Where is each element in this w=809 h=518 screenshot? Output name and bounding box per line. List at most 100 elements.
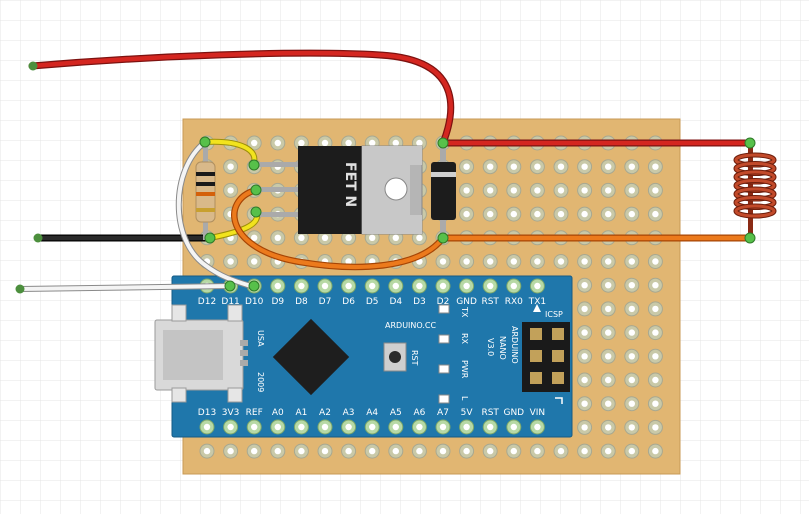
stripboard-hole-center (487, 187, 494, 194)
stripboard-hole-center (487, 210, 494, 218)
connection-point[interactable] (437, 232, 449, 244)
stripboard-hole-center (652, 353, 659, 360)
connection-point[interactable] (248, 280, 260, 292)
icsp-pin[interactable] (530, 372, 542, 384)
nano-pad-center (345, 282, 352, 290)
fet-body (298, 146, 362, 234)
stripboard-hole-center (369, 234, 376, 241)
stripboard-hole-center (321, 447, 329, 455)
pin-label: D2 (437, 297, 450, 307)
reset-button-cap[interactable] (389, 351, 401, 363)
stripboard-hole-center (345, 234, 352, 241)
red-wire-end[interactable] (28, 61, 38, 71)
icsp-pin[interactable] (552, 350, 564, 362)
white-wire-end[interactable] (15, 284, 25, 294)
pin-label: D13 (198, 408, 216, 418)
stripboard-hole-center (581, 447, 588, 455)
connection-point[interactable] (744, 232, 756, 244)
stripboard-hole-center (416, 234, 423, 241)
stripboard-hole-center (392, 447, 399, 455)
diode[interactable] (431, 145, 456, 235)
pin-label: GND (456, 297, 477, 307)
nano-pad-center (345, 423, 352, 431)
black-wire-end[interactable] (33, 233, 43, 243)
stripboard-hole-center (321, 234, 329, 241)
nano-pad-center (463, 282, 470, 290)
fet-leg (255, 162, 300, 167)
pin-label: D6 (342, 297, 355, 307)
pin-label: D11 (221, 297, 239, 307)
connection-point[interactable] (204, 232, 216, 244)
stripboard-hole-center (652, 258, 659, 265)
stripboard-hole-center (439, 258, 447, 265)
stripboard-hole-center (605, 282, 612, 289)
stripboard-hole-center (274, 447, 281, 455)
stripboard-hole-center (487, 447, 494, 455)
nano-pad-center (439, 282, 447, 290)
pin-label: D12 (198, 297, 216, 307)
stripboard-hole-center (510, 187, 517, 194)
stripboard-hole-center (487, 258, 494, 265)
fet-transistor[interactable]: FET N (255, 145, 423, 235)
stripboard-hole-center (581, 187, 588, 194)
stripboard-hole-center (581, 424, 588, 431)
stripboard-hole-center (605, 305, 612, 313)
stripboard-hole-center (557, 210, 565, 218)
stripboard-hole-center (652, 210, 659, 218)
stripboard-hole-center (557, 447, 565, 455)
connection-point[interactable] (744, 137, 756, 149)
connection-point[interactable] (250, 184, 262, 196)
connection-point[interactable] (250, 206, 262, 218)
nano-top-pins (199, 278, 545, 294)
stripboard-hole-center (628, 282, 635, 289)
white-input-wire[interactable] (18, 284, 232, 291)
nano-pad-center (534, 423, 541, 431)
pin-label: D3 (413, 297, 426, 307)
connection-point[interactable] (199, 136, 211, 148)
connection-point[interactable] (224, 280, 236, 292)
stripboard-hole-center (392, 234, 399, 241)
stripboard-hole-center (369, 139, 376, 147)
white-wire-gate[interactable] (176, 140, 256, 289)
stripboard-hole-center (439, 447, 447, 455)
usb-pin (240, 340, 248, 346)
orange-gate-wire[interactable] (232, 187, 446, 270)
icsp-pin[interactable] (552, 328, 564, 340)
stripboard-hole-center (510, 210, 517, 218)
fet-label: FET N (342, 162, 358, 207)
stripboard-hole-center (581, 305, 588, 313)
usb-pin (240, 360, 248, 366)
connection-point[interactable] (437, 137, 449, 149)
stripboard-hole-center (605, 424, 612, 431)
pin-label: A5 (390, 408, 402, 418)
stripboard-hole-center (652, 305, 659, 313)
resistor[interactable] (195, 140, 216, 240)
pin-label: A0 (272, 408, 284, 418)
icsp-pin[interactable] (530, 350, 542, 362)
red-power-wire[interactable] (29, 50, 454, 146)
inductor-coil[interactable] (733, 143, 777, 238)
coil-turns (733, 152, 777, 219)
stripboard-hole-center (628, 305, 635, 313)
nano-pad-center (369, 423, 376, 431)
stripboard-hole-center (628, 210, 635, 218)
led-tx (438, 304, 450, 314)
stripboard-hole-center (227, 447, 234, 455)
diode-body (431, 162, 456, 220)
stripboard-hole-center (557, 163, 565, 170)
stripboard-hole-center (652, 187, 659, 194)
icsp-pin[interactable] (530, 328, 542, 340)
stripboard-hole-center (628, 447, 635, 455)
pin-label: RST (481, 408, 499, 418)
stripboard-hole-center (581, 210, 588, 218)
connection-point[interactable] (248, 159, 260, 171)
pin-label: 5V (461, 408, 474, 418)
nano-pad-center (321, 423, 329, 431)
pin-label: REF (246, 408, 263, 418)
icsp-pin[interactable] (552, 372, 564, 384)
nano-pad-center (487, 282, 494, 290)
stripboard-hole-center (557, 258, 565, 265)
nano-pad-center (416, 423, 423, 431)
